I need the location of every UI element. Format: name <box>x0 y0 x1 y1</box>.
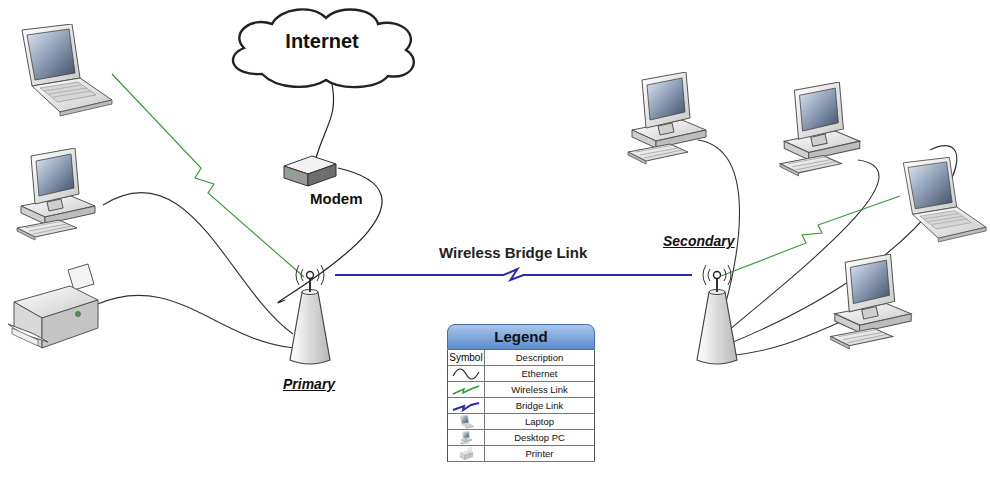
legend-row: Laptop <box>447 414 595 430</box>
legend-sample <box>449 399 483 413</box>
legend-row: Ethernet <box>447 366 595 382</box>
legend-symbol <box>448 446 485 461</box>
edge-label: Wireless Bridge Link <box>439 244 587 261</box>
bridge-link <box>335 269 692 280</box>
wireless-link <box>112 74 900 277</box>
legend-title: Legend <box>447 324 595 350</box>
ethernet-cable <box>278 168 382 303</box>
legend-sample <box>449 431 483 445</box>
legend-row: SymbolDescription <box>447 350 595 366</box>
access-point: Primary <box>285 262 335 368</box>
legend-row: Desktop PC <box>447 430 595 446</box>
column-header: Symbol <box>448 350 485 365</box>
legend-row: Wireless Link <box>447 382 595 398</box>
node-label: Internet <box>222 30 422 53</box>
node-label: Modem <box>310 190 363 207</box>
legend-text: Desktop PC <box>485 430 594 445</box>
laptop-icon <box>22 24 112 116</box>
access-point-icon <box>290 265 330 364</box>
ethernet-cable <box>316 84 334 158</box>
legend-text: Wireless Link <box>485 382 594 397</box>
legend-text: Laptop <box>485 414 594 429</box>
legend-sample <box>449 383 483 397</box>
desktop-icon <box>780 82 860 176</box>
access-point-shape <box>692 262 742 364</box>
legend-row: Bridge Link <box>447 398 595 414</box>
legend-row: Printer <box>447 446 595 462</box>
node-label: Secondary <box>663 233 735 249</box>
access-point: Secondary <box>692 262 742 364</box>
legend-symbol <box>448 398 485 413</box>
legend-sample <box>449 367 483 381</box>
modem-icon: Modem <box>282 152 338 188</box>
legend-text: Printer <box>485 446 594 461</box>
desktop-icon <box>831 254 911 349</box>
desktop-icon <box>628 72 706 164</box>
modem-icon-shape <box>282 152 338 188</box>
legend-symbol <box>448 382 485 397</box>
legend-symbol <box>448 366 485 381</box>
legend-text: Ethernet <box>485 366 594 381</box>
legend-sample <box>449 447 483 461</box>
laptop-icon <box>903 157 986 242</box>
printer-icon <box>8 264 98 348</box>
legend-sample <box>449 415 483 429</box>
access-point-shape <box>285 262 335 368</box>
device-icons <box>8 24 986 349</box>
cloud-shape: Internet <box>222 4 422 88</box>
modem-box <box>284 156 336 186</box>
desktop-icon <box>17 148 95 240</box>
ethernet-wire <box>95 140 957 356</box>
column-header: Description <box>485 350 594 365</box>
access-point-icon <box>697 265 737 364</box>
node-label: Primary <box>283 376 335 392</box>
legend-text: Bridge Link <box>485 398 594 413</box>
legend-symbol <box>448 414 485 429</box>
legend-symbol <box>448 430 485 445</box>
legend-table: LegendSymbolDescriptionEthernetWireless … <box>447 324 595 462</box>
